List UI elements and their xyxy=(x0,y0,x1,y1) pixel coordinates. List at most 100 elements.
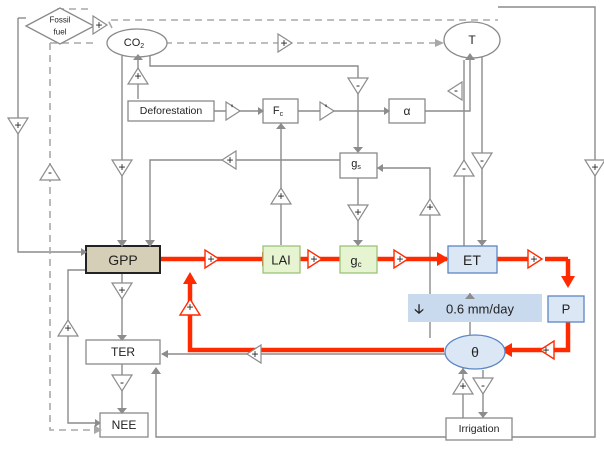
svg-text:': ' xyxy=(325,102,327,116)
svg-text:-: - xyxy=(462,161,466,175)
dash-nee-to-co2 xyxy=(49,43,100,431)
svg-text:NEE: NEE xyxy=(112,418,137,432)
sign-ter-nee-minus: - xyxy=(110,374,134,393)
svg-text:+: + xyxy=(396,252,403,266)
fc-node: Fc xyxy=(262,98,299,124)
svg-text:+: + xyxy=(277,189,284,203)
nee-node: NEE xyxy=(99,412,149,438)
fossil-fuel-node: Fossil fuel xyxy=(24,7,96,45)
sign-p-theta: + xyxy=(538,339,555,361)
svg-text:+: + xyxy=(251,347,258,361)
svg-text:+: + xyxy=(207,252,214,266)
svg-text:fuel: fuel xyxy=(54,28,67,37)
albedo-node: α xyxy=(388,98,426,124)
svg-text:+: + xyxy=(310,252,317,266)
svg-text:+: + xyxy=(591,160,598,174)
link-t-to-ter-outer xyxy=(155,6,596,438)
svg-text:α: α xyxy=(404,104,411,118)
svg-text:+: + xyxy=(226,153,233,167)
svg-text:+: + xyxy=(64,321,71,335)
svg-text:+: + xyxy=(95,18,102,32)
svg-text:+: + xyxy=(280,36,287,50)
svg-text:': ' xyxy=(231,102,233,116)
sign-gpp-lai: + xyxy=(204,248,221,270)
link-theta-to-gs xyxy=(377,167,431,338)
red-p-to-theta xyxy=(507,322,571,353)
irrigation-node: Irrigation xyxy=(445,417,513,441)
svg-text:+: + xyxy=(134,69,141,83)
link-gs-to-gpp xyxy=(149,159,340,245)
svg-text:θ: θ xyxy=(471,344,479,360)
temperature-node: T xyxy=(443,21,501,59)
link-gpp-to-nee xyxy=(67,269,100,424)
svg-text:Deforestation: Deforestation xyxy=(140,105,203,117)
co2-node: CO2 xyxy=(106,28,168,58)
gs-node: gs xyxy=(339,152,378,179)
sign-markers: + + ' ' + + - + - + + - - - + + + + - + … xyxy=(6,14,604,396)
gpp-node: GPP xyxy=(85,245,161,274)
feedback-sign-markers: + + + + + + xyxy=(178,248,555,361)
svg-text:-: - xyxy=(48,165,52,179)
link-fossil-to-gpp xyxy=(17,18,86,253)
sign-theta-gs-plus: + xyxy=(418,197,442,216)
sign-co2-gpp-plus: + xyxy=(110,159,134,178)
deforestation-node: Deforestation xyxy=(127,100,215,122)
et-node: ET xyxy=(447,245,498,274)
svg-text:0.6 mm/day: 0.6 mm/day xyxy=(446,302,514,317)
sign-irrig-plus: - xyxy=(471,377,495,396)
sign-defor-co2-plus: + xyxy=(126,66,150,85)
sign-et-p: + xyxy=(527,248,544,270)
svg-text:+: + xyxy=(14,118,21,132)
svg-text:-: - xyxy=(120,375,124,389)
svg-text:-: - xyxy=(454,83,458,97)
svg-text:+: + xyxy=(118,283,125,297)
sign-fc-alpha: ' xyxy=(319,100,336,122)
svg-text:🡣: 🡣 xyxy=(414,302,423,317)
lai-node: LAI xyxy=(262,245,301,274)
sign-gpp-ter-plus: + xyxy=(110,282,134,301)
svg-text:LAI: LAI xyxy=(271,253,291,268)
precip-node: P xyxy=(547,295,585,323)
sign-defor-fc: ' xyxy=(225,100,242,122)
svg-text:+: + xyxy=(186,300,193,314)
sign-theta-ter-plus: + xyxy=(245,343,262,365)
red-theta-to-gpp xyxy=(187,280,444,353)
sign-gpp-nee-plus: + xyxy=(56,318,80,337)
soil-moisture-node: θ xyxy=(444,334,506,370)
svg-text:GPP: GPP xyxy=(108,252,138,268)
svg-text:ET: ET xyxy=(463,252,481,268)
svg-text:P: P xyxy=(562,302,571,317)
svg-text:+: + xyxy=(530,252,537,266)
svg-text:Fc: Fc xyxy=(273,105,284,118)
sign-alpha-t-minus: - xyxy=(446,80,463,102)
sign-gs-gc-plus: + xyxy=(346,204,370,223)
influence-links xyxy=(17,6,596,438)
et-change-annotation: 🡣 0.6 mm/day xyxy=(408,294,542,322)
svg-text:Fossil: Fossil xyxy=(50,16,71,25)
link-co2-to-gs xyxy=(149,55,359,152)
sign-theta-gpp: + xyxy=(178,297,202,316)
carbon-links xyxy=(49,8,498,431)
sign-et-t-minus: - xyxy=(470,152,494,171)
sign-outer-plus: + xyxy=(583,159,604,178)
svg-text:gs: gs xyxy=(351,158,361,171)
svg-text:+: + xyxy=(426,200,433,214)
sign-et-t-up-minus: - xyxy=(452,158,476,177)
svg-text:+: + xyxy=(542,343,549,357)
svg-text:TER: TER xyxy=(111,345,135,359)
sign-fc-lai-plus: + xyxy=(269,186,293,205)
svg-text:-: - xyxy=(480,153,484,167)
sign-co2-t-plus: + xyxy=(277,32,294,54)
svg-text:+: + xyxy=(354,205,361,219)
sign-gs-gpp-plus: + xyxy=(220,149,237,171)
sign-theta-irrig-plus: + xyxy=(451,376,475,395)
sign-fossil-plus: + xyxy=(92,14,109,36)
sign-fossil-gpp-plus: + xyxy=(6,117,30,136)
sign-nee-co2-minus: - xyxy=(38,162,62,181)
svg-text:-: - xyxy=(481,378,485,392)
svg-text:+: + xyxy=(118,160,125,174)
sign-lai-gc: + xyxy=(307,248,324,270)
svg-text:gc: gc xyxy=(350,253,361,269)
